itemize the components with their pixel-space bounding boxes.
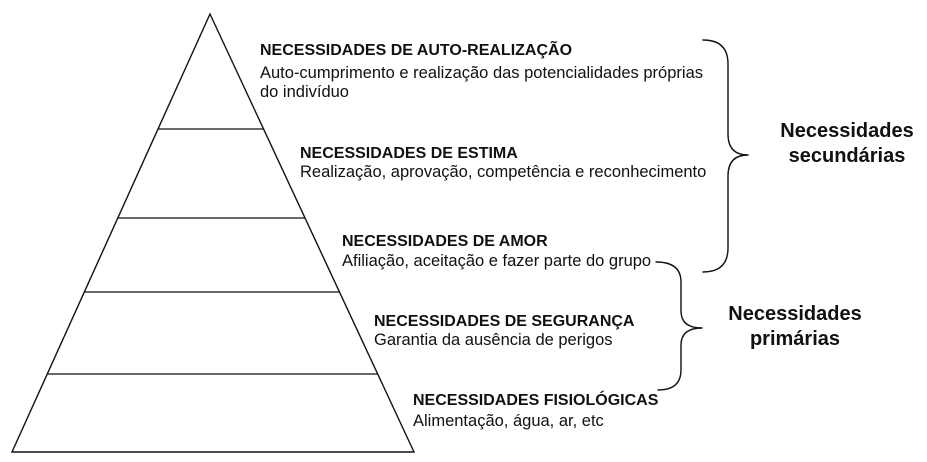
level-description: Realização, aprovação, competência e rec…: [300, 163, 706, 181]
group-label-line: secundárias: [789, 145, 906, 167]
secondary-needs-label: Necessidades secundárias: [780, 120, 913, 167]
primary-needs-label: Necessidades primárias: [728, 303, 861, 350]
pyramid: [10, 12, 416, 453]
level-description: Auto-cumprimento e realização das potenc…: [260, 64, 703, 82]
group-label-line: primárias: [750, 328, 840, 350]
level-esteem: NECESSIDADES DE ESTIMA Realização, aprov…: [300, 145, 706, 181]
level-description: Garantia da ausência de perigos: [374, 331, 613, 349]
group-label-line: Necessidades: [728, 303, 861, 325]
level-description: do indivíduo: [260, 83, 349, 101]
level-physiological: NECESSIDADES FISIOLÓGICAS Alimentação, á…: [413, 390, 659, 430]
level-title: NECESSIDADES DE AMOR: [342, 233, 548, 250]
level-description: Afiliação, aceitação e fazer parte do gr…: [342, 252, 651, 270]
level-safety: NECESSIDADES DE SEGURANÇA Garantia da au…: [374, 313, 635, 349]
pyramid-outline: [10, 12, 416, 453]
level-love: NECESSIDADES DE AMOR Afiliação, aceitaçã…: [342, 233, 651, 270]
level-title: NECESSIDADES FISIOLÓGICAS: [413, 390, 659, 409]
group-label-line: Necessidades: [780, 120, 913, 142]
secondary-needs-brace: [702, 39, 749, 273]
level-description: Alimentação, água, ar, etc: [413, 412, 604, 430]
level-title: NECESSIDADES DE SEGURANÇA: [374, 313, 635, 330]
level-self-actualization: NECESSIDADES DE AUTO-REALIZAÇÃO Auto-cum…: [260, 39, 703, 101]
level-title: NECESSIDADES DE AUTO-REALIZAÇÃO: [260, 39, 572, 59]
level-title: NECESSIDADES DE ESTIMA: [300, 145, 518, 162]
primary-needs-brace: [655, 261, 703, 391]
